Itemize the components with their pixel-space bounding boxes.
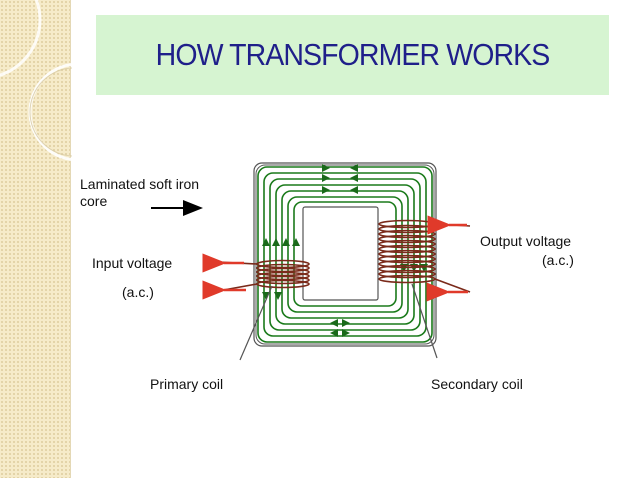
secondary-coil-leads: [434, 223, 471, 293]
input-voltage-label: Input voltage: [92, 255, 173, 271]
core-label: Laminated soft iron core: [80, 176, 217, 210]
core-label-line1: Laminated soft iron: [80, 176, 200, 192]
decorative-side-strip: [0, 0, 70, 478]
primary-coil-leader: [239, 285, 273, 361]
input-ac-label: (a.c.): [122, 284, 154, 300]
core-inner-outline: [302, 206, 379, 301]
primary-coil-leads: [217, 261, 258, 292]
secondary-coil-label: Secondary coil: [431, 376, 523, 392]
slide-title: HOW TRANSFORMER WORKS: [155, 37, 551, 72]
output-current-arrows: [426, 215, 468, 302]
side-divider: [70, 0, 71, 478]
core-label-line2: core: [80, 193, 108, 209]
input-current-arrows: [202, 253, 246, 300]
decorative-circles: [0, 0, 72, 162]
core-outer-outline: [253, 162, 437, 347]
output-ac-label: (a.c.): [542, 252, 574, 268]
output-voltage-label: Output voltage: [480, 233, 572, 249]
title-band: [96, 15, 609, 95]
primary-coil-windings: [256, 259, 310, 289]
secondary-coil-leader: [411, 283, 438, 359]
primary-coil-label: Primary coil: [150, 376, 224, 392]
